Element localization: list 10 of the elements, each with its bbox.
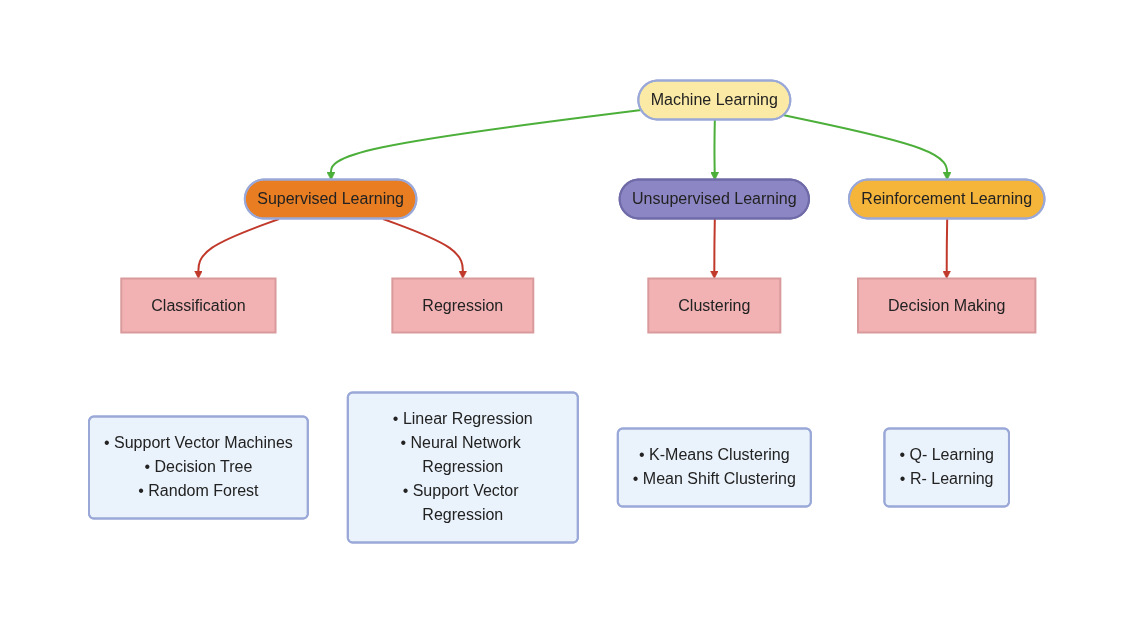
node-box: Clustering bbox=[647, 277, 782, 334]
node-box: Regression bbox=[391, 277, 535, 334]
node-box: Decision Making bbox=[856, 277, 1037, 334]
arrow bbox=[709, 218, 719, 279]
arrow bbox=[782, 114, 952, 181]
arrow bbox=[381, 218, 467, 279]
arrow bbox=[193, 218, 280, 279]
arrow bbox=[710, 119, 719, 181]
node-box: Classification bbox=[120, 277, 277, 334]
arrow bbox=[942, 218, 951, 279]
